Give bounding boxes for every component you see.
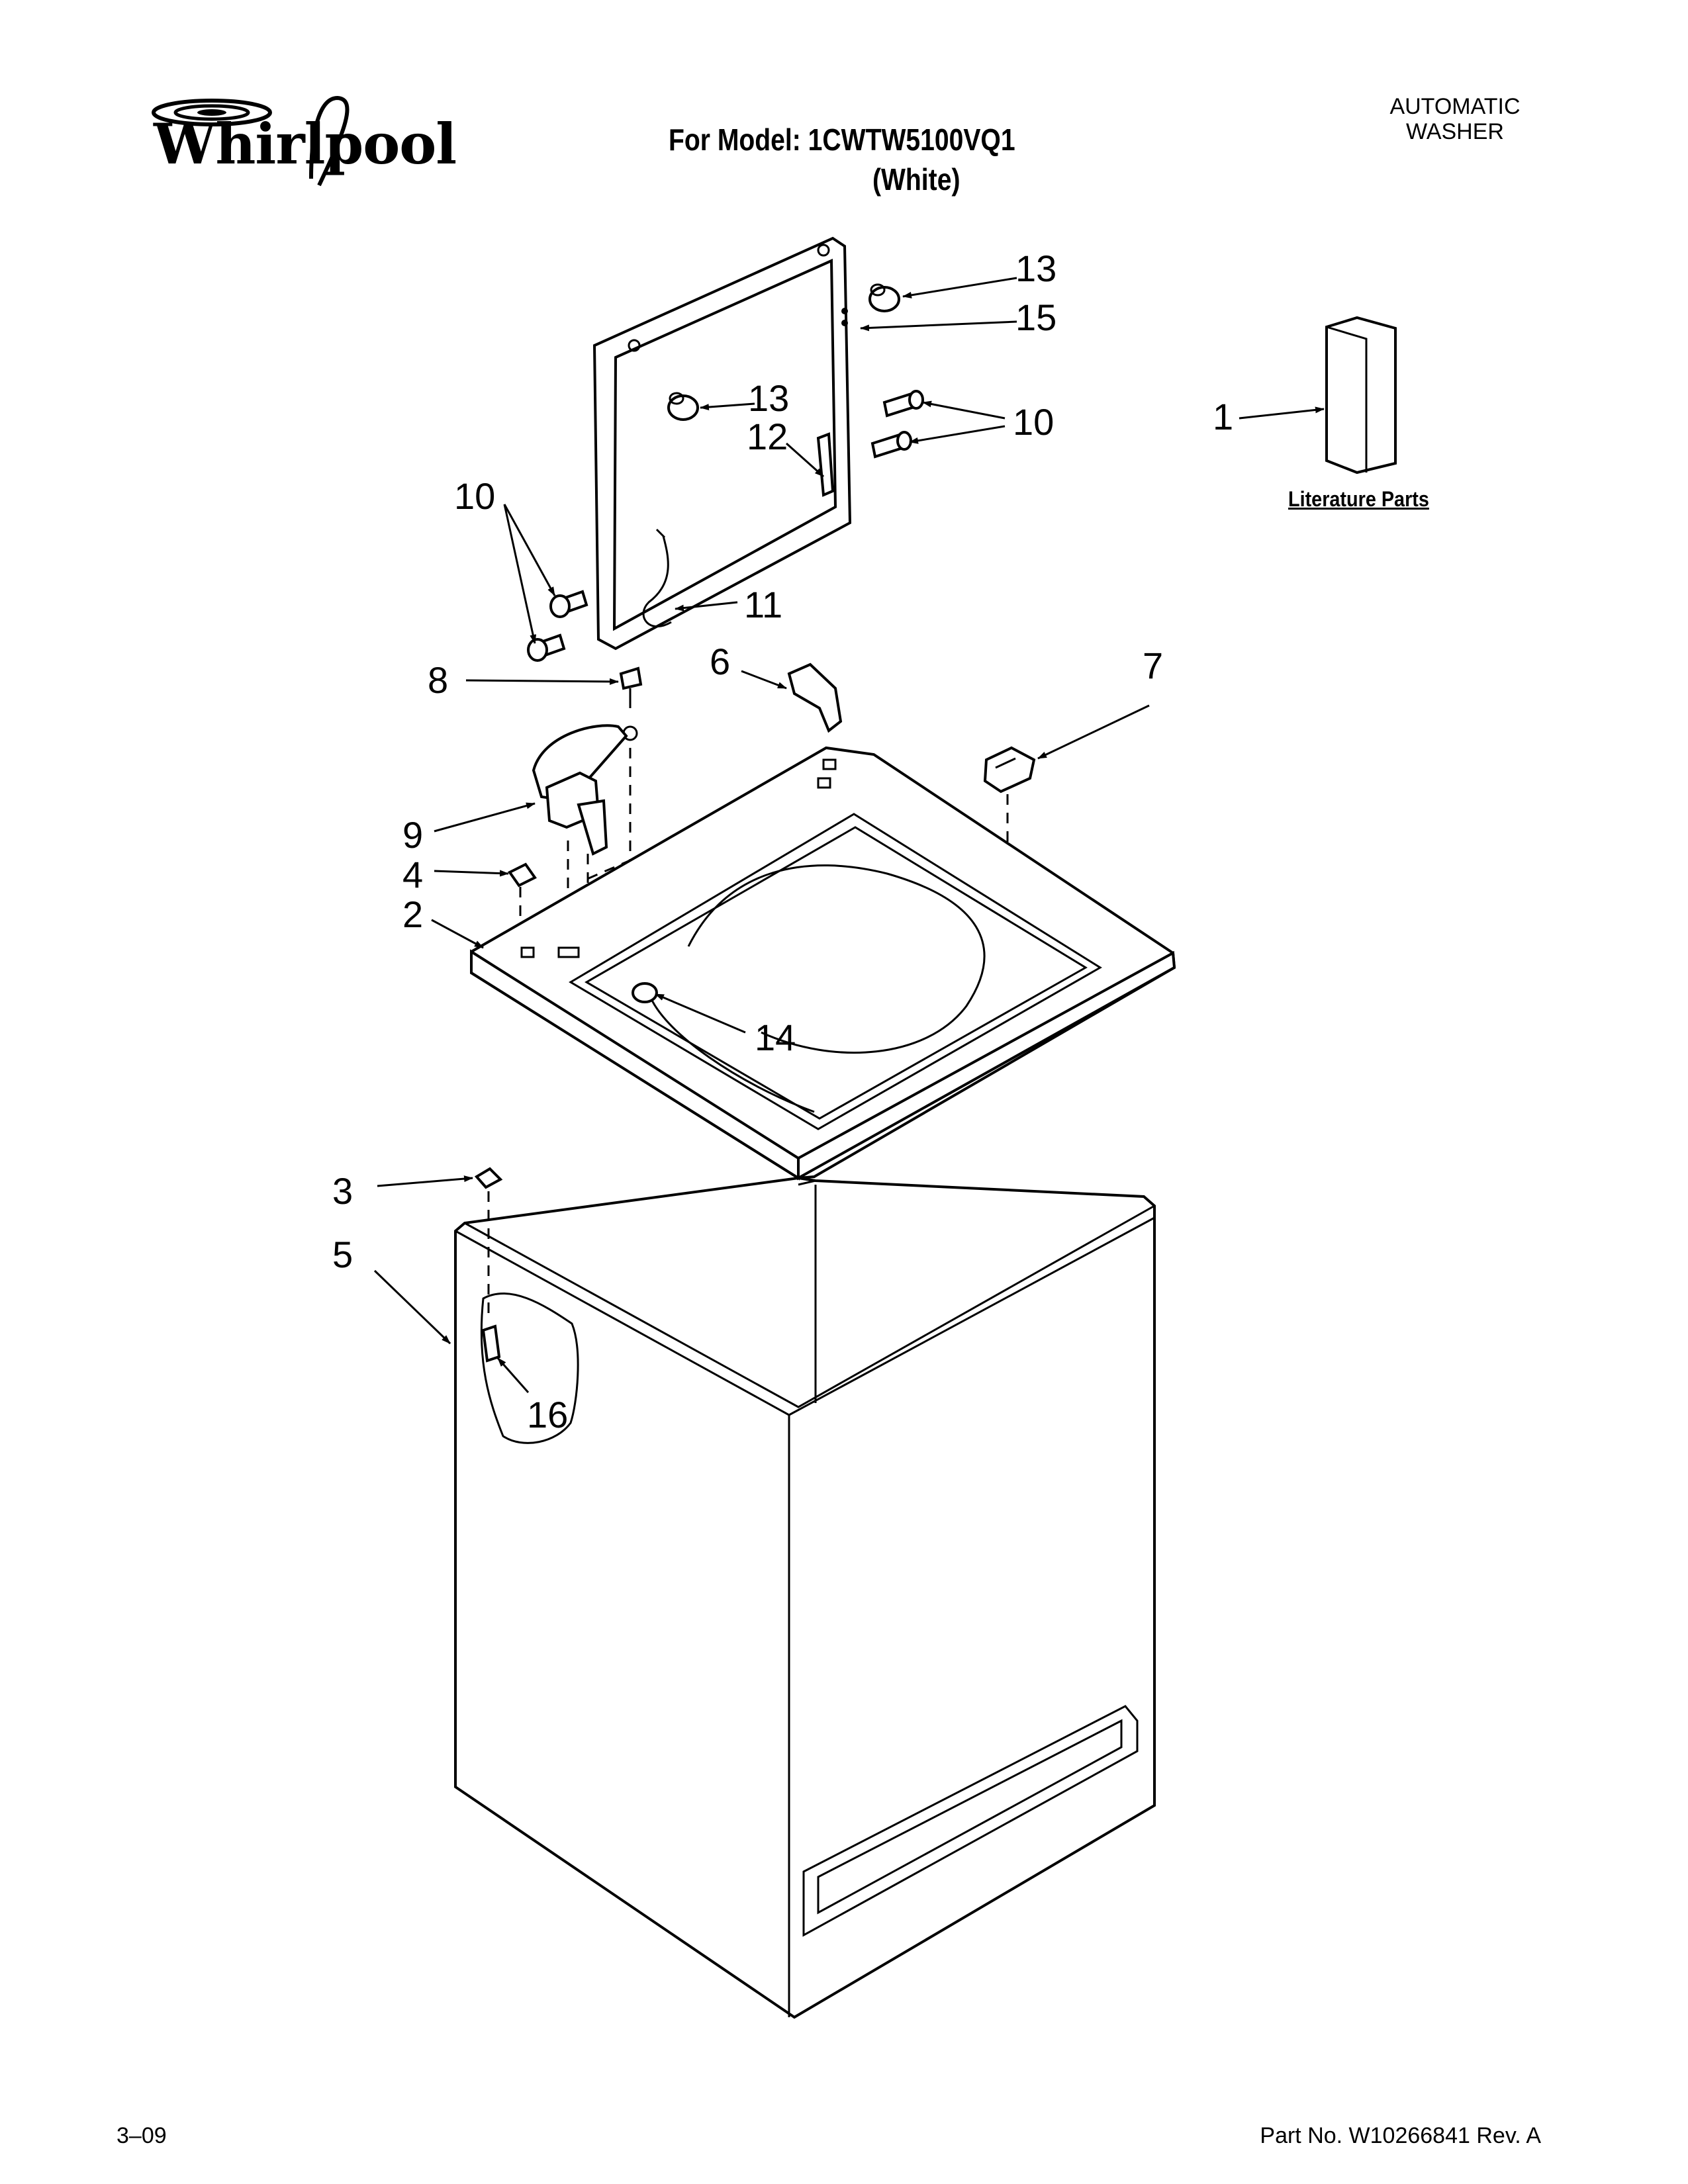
callout-7: 7 — [1143, 645, 1164, 686]
brand-logo — [146, 93, 397, 192]
lid-switch — [532, 724, 628, 856]
revision-date: 3–09 — [117, 2123, 167, 2148]
callout-1: 1 — [1213, 396, 1234, 437]
callout-10-right: 10 — [1013, 401, 1055, 443]
lid-switch-clip — [508, 862, 537, 887]
cabinet-clip — [474, 1167, 503, 1189]
top-panel — [470, 746, 1176, 1181]
callout-14: 14 — [755, 1017, 796, 1058]
top-panel-bumper — [632, 982, 658, 1003]
callout-6: 6 — [710, 641, 731, 682]
callout-11: 11 — [744, 584, 783, 625]
callout-8: 8 — [428, 659, 449, 701]
callout-4: 4 — [402, 854, 424, 895]
lid-bumper-upper — [868, 283, 900, 312]
category-line-2: WASHER — [1406, 119, 1504, 144]
callout-5: 5 — [332, 1234, 353, 1275]
literature-parts-label: Literature Parts — [1288, 487, 1429, 511]
lid-bumper-lower — [667, 392, 699, 421]
lid-hinge-spring — [642, 528, 672, 627]
spring-clip — [787, 662, 843, 733]
brand-name: Whirlpool — [154, 111, 457, 177]
model-color: (White) — [872, 162, 961, 197]
callout-3: 3 — [332, 1170, 353, 1212]
callout-15: 15 — [1015, 296, 1057, 338]
bleach-dispenser-cap — [983, 746, 1036, 794]
appliance-category: AUTOMATIC WASHER — [1369, 94, 1541, 144]
cabinet-cutaway — [480, 1292, 579, 1444]
lid-switch-screw — [619, 666, 643, 741]
callout-9: 9 — [402, 814, 424, 856]
callout-2: 2 — [402, 893, 424, 935]
model-title: For Model: 1CWTW5100VQ1 — [669, 122, 1015, 157]
part-number: Part No. W10266841 Rev. A — [1260, 2123, 1541, 2148]
hinge-screws-left — [527, 590, 588, 662]
callout-16: 16 — [527, 1394, 569, 1435]
callout-13-lower: 13 — [748, 377, 790, 419]
category-line-1: AUTOMATIC — [1389, 94, 1521, 119]
swirl-icon — [152, 95, 350, 187]
literature-book — [1325, 316, 1397, 475]
callout-12: 12 — [747, 416, 788, 457]
callout-10-left: 10 — [454, 475, 496, 517]
callout-13-upper: 13 — [1015, 248, 1057, 289]
lid-frame — [592, 236, 852, 651]
cabinet — [454, 1176, 1156, 2019]
hinge-screws-right — [870, 390, 924, 459]
